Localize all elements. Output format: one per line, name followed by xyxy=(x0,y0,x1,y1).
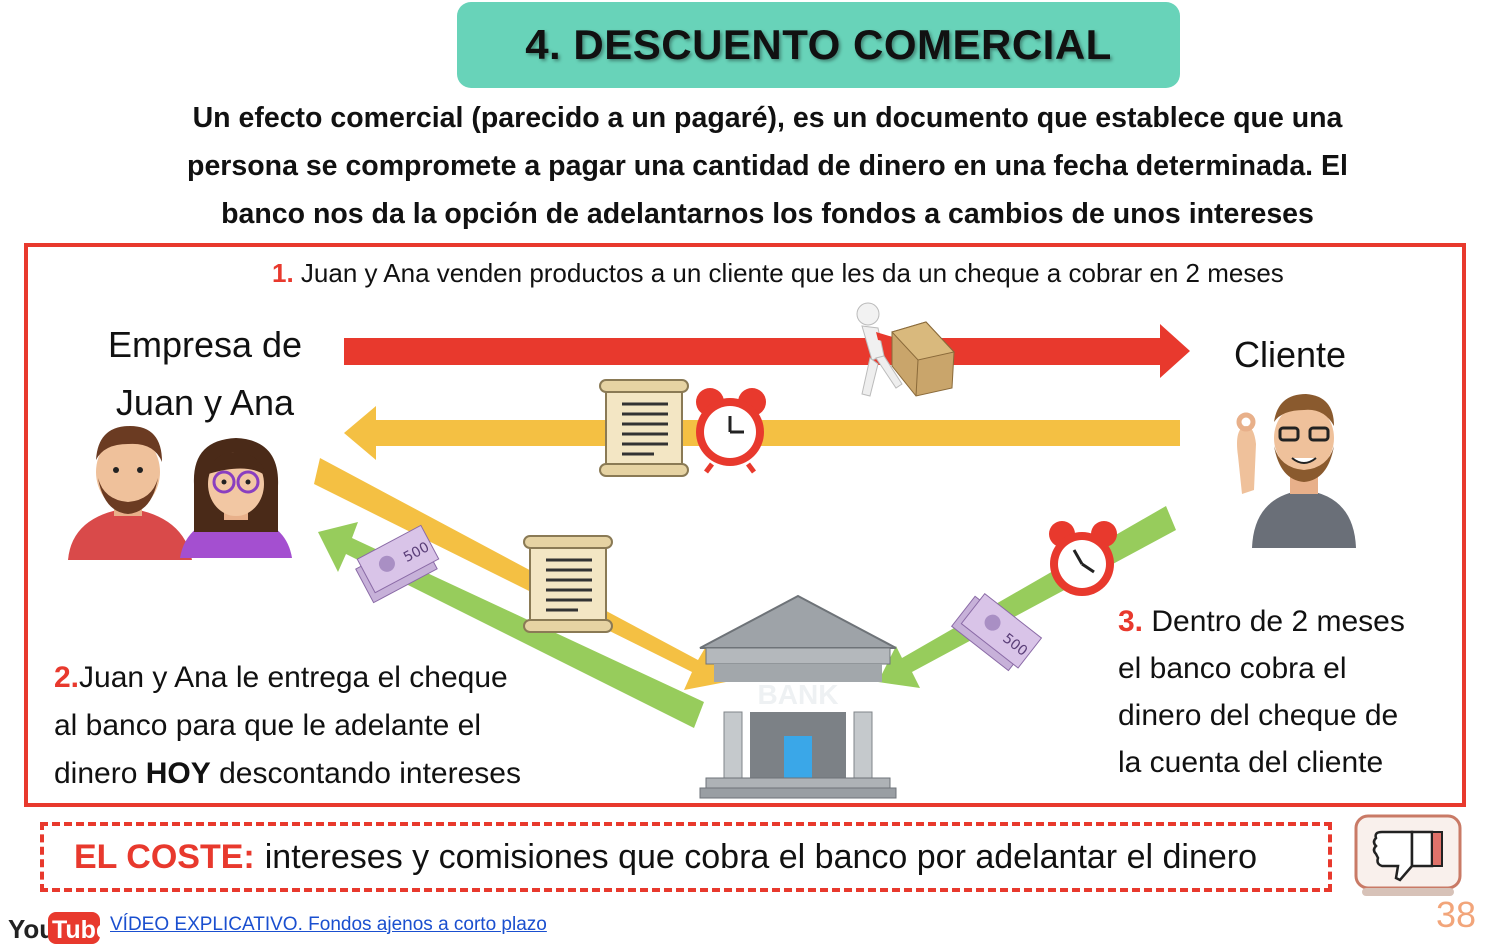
diagram-frame xyxy=(24,243,1466,807)
step-1-number: 1. xyxy=(272,258,294,288)
banknotes-icon: 500 xyxy=(950,592,1043,672)
document-scroll-icon xyxy=(523,535,613,633)
avatar-juan xyxy=(68,426,192,560)
intro-line-1: Un efecto comercial (parecido a un pagar… xyxy=(192,102,1343,134)
step-3-line-4: la cuenta del cliente xyxy=(1118,746,1384,779)
cost-callout: EL COSTE: intereses y comisiones que cob… xyxy=(40,822,1332,892)
step-3-line-2: el banco cobra el xyxy=(1118,652,1347,685)
banknotes-icon: 500 xyxy=(355,524,440,604)
company-label-line-2: Juan y Ana xyxy=(115,382,295,423)
step-2-line-2: al banco para que le adelante el xyxy=(54,709,482,742)
step-3-number: 3. xyxy=(1118,605,1144,638)
svg-text:Tube: Tube xyxy=(52,916,100,944)
video-explicativo-link[interactable]: VÍDEO EXPLICATIVO. Fondos ajenos a corto… xyxy=(110,914,547,935)
youtube-logo-icon[interactable]: You Tube xyxy=(8,908,100,948)
arrow-products-to-client xyxy=(344,324,1190,378)
cost-text: intereses y comisiones que cobra el banc… xyxy=(264,837,1257,876)
cost-label: EL COSTE: xyxy=(74,837,255,876)
document-scroll-icon xyxy=(599,379,689,477)
arrow-cheque-to-company xyxy=(344,406,1180,460)
step-2-line-3b: descontando intereses xyxy=(210,757,521,790)
page-number: 38 xyxy=(1436,894,1477,935)
alarm-clock-icon xyxy=(1049,521,1117,596)
step-1-description: Juan y Ana venden productos a un cliente… xyxy=(293,258,1284,288)
company-label-line-1: Empresa de xyxy=(107,324,303,365)
svg-text:BANK: BANK xyxy=(758,679,839,710)
step-2-number: 2. xyxy=(54,661,80,694)
step-2-text: 2.Juan y Ana le entrega el cheque al ban… xyxy=(54,654,594,798)
company-label: Empresa de Juan y Ana xyxy=(80,316,330,432)
step-3-line-1: Dentro de 2 meses xyxy=(1143,605,1405,638)
step-2-line-1: Juan y Ana le entrega el cheque xyxy=(79,661,508,694)
avatar-ana xyxy=(180,438,292,558)
thumbs-down-icon xyxy=(1354,814,1462,896)
avatar-client xyxy=(1236,394,1356,548)
arrow-cheque-to-bank xyxy=(314,458,726,690)
step-1-text: 1. Juan y Ana venden productos a un clie… xyxy=(272,258,1284,289)
step-2-bold-hoy: HOY xyxy=(145,757,211,790)
title-banner: 4. DESCUENTO COMERCIAL xyxy=(457,2,1180,88)
intro-paragraph: Un efecto comercial (parecido a un pagar… xyxy=(95,94,1440,238)
person-pushing-box-icon xyxy=(856,302,955,397)
intro-line-3: banco nos da la opción de adelantarnos l… xyxy=(221,198,1314,230)
step-3-line-3: dinero del cheque de xyxy=(1118,699,1399,732)
client-label: Cliente xyxy=(1233,334,1347,375)
page-title: 4. DESCUENTO COMERCIAL xyxy=(525,21,1112,68)
bank-building-icon: BANK xyxy=(699,594,897,799)
svg-text:You: You xyxy=(8,914,55,944)
alarm-clock-icon xyxy=(696,388,766,474)
intro-line-2: persona se compromete a pagar una cantid… xyxy=(187,150,1348,182)
step-2-line-3a: dinero xyxy=(54,757,146,790)
step-3-text: 3. Dentro de 2 meses el banco cobra el d… xyxy=(1118,598,1448,786)
